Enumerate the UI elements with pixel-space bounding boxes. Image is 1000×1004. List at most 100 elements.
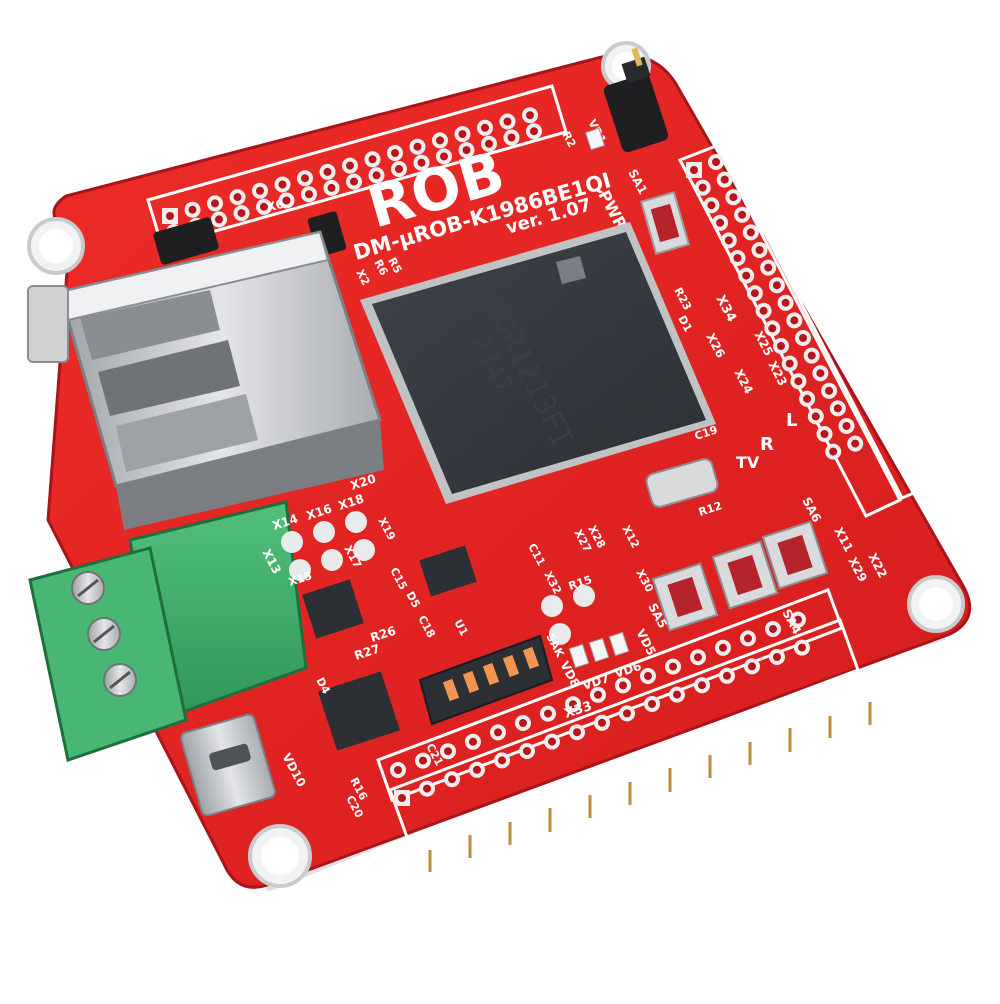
header-pad-hole (598, 718, 606, 727)
header-pad-hole (305, 190, 313, 199)
header-pad-hole (759, 306, 768, 315)
header-pad-hole (772, 281, 781, 290)
ethernet-jack[interactable] (27, 230, 384, 530)
header-pad-hole (807, 351, 816, 360)
header-pad-hole (440, 152, 448, 161)
header-pad-hole (777, 342, 785, 350)
header-pad-hole (519, 719, 527, 727)
bottom-header-x33 (376, 588, 860, 842)
header-pad-hole (413, 142, 422, 151)
header-pad-hole (346, 161, 354, 170)
header-pad-hole (768, 324, 777, 333)
jumper-top-right (603, 47, 669, 153)
test-pads (281, 511, 595, 645)
header-pad-hole (398, 794, 406, 802)
header-pad-hole (764, 263, 773, 272)
header-pad-hole (755, 246, 764, 254)
header-pad-hole (394, 766, 402, 774)
header-pad-hole (811, 412, 820, 421)
header-pad-hole (673, 690, 681, 699)
header-pad-hole (698, 681, 706, 690)
button-sa5[interactable] (651, 562, 719, 632)
leds (568, 127, 630, 669)
header-pad-hole (794, 615, 802, 624)
header-pad-hole (573, 728, 581, 737)
header-pad-hole (698, 183, 707, 192)
header-pad-hole (233, 193, 242, 202)
header-pad-hole (423, 784, 431, 793)
header-pad-hole (744, 634, 752, 643)
header-pad-hole (569, 700, 577, 709)
header-pad-hole (368, 155, 377, 164)
header-pad-hole (833, 404, 842, 413)
header-pad-hole (327, 183, 336, 192)
header-pad-hole (781, 298, 790, 307)
header-pad-hole (503, 117, 512, 126)
header-pad-hole (323, 167, 332, 176)
header-pad-hole (738, 210, 747, 219)
header-pad-hole (820, 430, 829, 438)
label-tv: TV (736, 453, 760, 472)
header-pad-hole (799, 334, 807, 342)
inductor (419, 545, 477, 597)
top-header-x6 (146, 84, 568, 248)
header-pad-hole (829, 447, 838, 456)
ic-eeprom (302, 579, 364, 639)
header-pad-hole (644, 672, 652, 680)
pin-headers-under (428, 702, 872, 872)
header-pad-hole (469, 737, 477, 746)
header-pad-hole (215, 215, 223, 224)
header-pad-hole (748, 662, 756, 671)
header-pad-hole (282, 196, 291, 205)
jumper-left (153, 217, 219, 265)
header-pad-hole (648, 700, 656, 708)
micro-usb-port[interactable] (180, 713, 277, 817)
header-pad-hole (473, 765, 481, 774)
ic-usb-bridge (318, 671, 400, 751)
header-pad-hole (544, 709, 552, 718)
header-pad-hole (530, 127, 538, 136)
header-pad-hole (237, 209, 246, 218)
header-pad-hole (350, 177, 358, 186)
header-pad-hole (391, 149, 399, 157)
header-pad-hole (790, 316, 799, 325)
header-pad-hole (619, 681, 627, 690)
header-pad-hole (720, 175, 729, 184)
header-pad-hole (548, 737, 556, 746)
header-pad-hole (436, 136, 444, 145)
pwroff-button[interactable] (639, 191, 691, 255)
header-pad-hole (750, 289, 759, 298)
header-pad-hole (372, 171, 381, 180)
header-pad-hole (798, 643, 806, 652)
header-pad-hole (719, 643, 727, 652)
button-sa4[interactable] (711, 540, 779, 610)
button-sa6[interactable] (761, 520, 829, 590)
header-pad-hole (707, 201, 716, 210)
header-pad-hole (794, 377, 803, 386)
crystal-oscillator (645, 458, 719, 508)
header-pad-hole (669, 662, 677, 671)
header-pad-hole (481, 123, 489, 132)
terminal-block[interactable] (28, 500, 308, 762)
header-pad-hole (523, 747, 531, 755)
header-pad-hole (278, 180, 287, 189)
header-pad-hole (419, 756, 427, 765)
header-pad-hole (485, 139, 493, 148)
label-r: R (760, 434, 774, 455)
header-pad-hole (724, 236, 733, 245)
header-pad-hole (785, 359, 794, 368)
header-pad-hole (851, 439, 860, 448)
header-pad-hole (256, 186, 264, 195)
header-pad-hole (773, 653, 781, 661)
header-pad-hole (458, 130, 467, 139)
dip-switch[interactable] (418, 634, 554, 726)
header-pad-hole (842, 422, 851, 430)
header-pad-hole (301, 174, 309, 183)
label-x6: X6 (265, 197, 286, 215)
header-pad-hole (417, 158, 426, 167)
header-pad-hole (746, 228, 755, 237)
header-pad-hole (260, 202, 268, 211)
header-pad-hole (444, 747, 452, 756)
